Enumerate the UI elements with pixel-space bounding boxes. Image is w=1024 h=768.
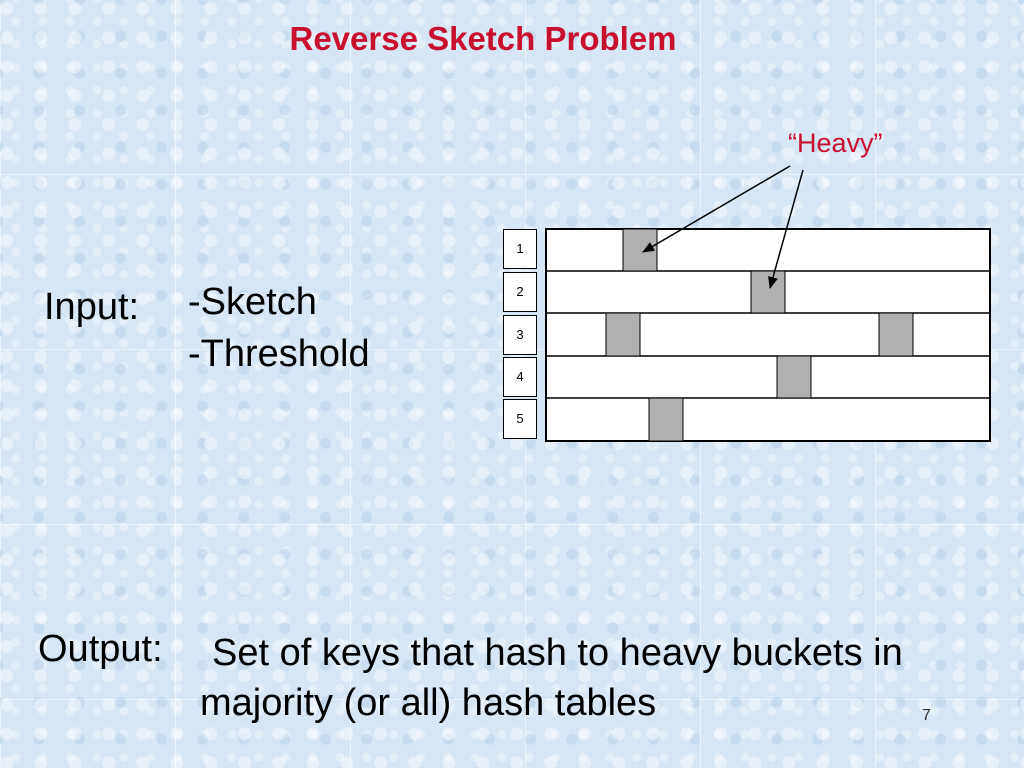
- heavy-bucket-row1: [622, 228, 658, 272]
- heavy-bucket-row4: [776, 355, 812, 399]
- heavy-label: “Heavy”: [788, 128, 883, 158]
- page-number: 7: [922, 707, 931, 724]
- heavy-bucket-row3-b: [878, 312, 914, 357]
- row-index-3: 3: [503, 315, 537, 355]
- input-label: Input:: [44, 286, 140, 328]
- row-index-5: 5: [503, 399, 537, 439]
- heavy-bucket-row2: [750, 270, 786, 314]
- row-index-1: 1: [503, 229, 537, 269]
- row-index-2: 2: [503, 272, 537, 312]
- input-list: -Sketch -Threshold: [188, 276, 370, 380]
- output-label: Output:: [38, 628, 163, 670]
- heavy-arrow-1: [642, 165, 791, 253]
- heavy-bucket-row3-a: [605, 312, 641, 357]
- row-index-4: 4: [503, 357, 537, 397]
- heavy-arrow-2: [768, 169, 804, 289]
- heavy-bucket-row5: [648, 397, 684, 442]
- input-item-sketch: -Sketch: [188, 281, 317, 323]
- input-item-threshold: -Threshold: [188, 333, 370, 375]
- output-text: Set of keys that hash to heavy buckets i…: [200, 632, 903, 724]
- slide-title: Reverse Sketch Problem: [289, 20, 677, 57]
